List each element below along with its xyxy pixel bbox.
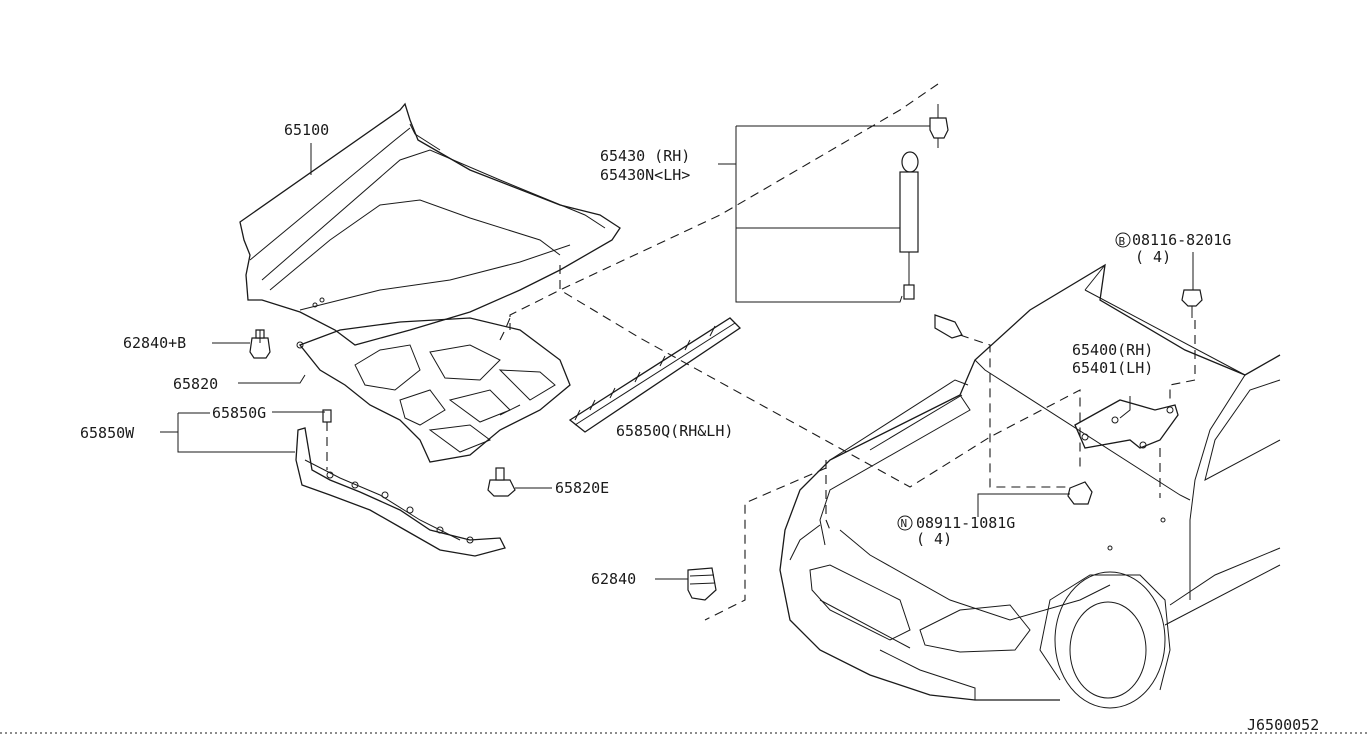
callout-bumper[interactable]: 62840 bbox=[591, 570, 636, 588]
callout-gas-stay[interactable]: 65430 (RH) 65430N<LH> bbox=[600, 147, 690, 184]
label-bolt: 08116-8201G bbox=[1132, 231, 1231, 249]
seal-strip bbox=[568, 317, 742, 433]
label-seal-g: 65850G bbox=[212, 404, 266, 422]
hood-inner-frame bbox=[296, 297, 571, 463]
label-bolt-qty: ( 4) bbox=[1135, 248, 1171, 266]
hood-panel bbox=[239, 102, 621, 346]
hood-hinge bbox=[1074, 399, 1179, 449]
label-nut-qty: ( 4) bbox=[916, 530, 952, 548]
bolt bbox=[1181, 289, 1203, 318]
callout-nut[interactable]: N 08911-1081G ( 4) bbox=[897, 514, 1015, 548]
hood-seal bbox=[295, 427, 506, 557]
leader-lines bbox=[160, 125, 1194, 580]
callout-seal-g[interactable]: 65850G bbox=[212, 404, 266, 422]
bolt-prefix-symbol: B bbox=[1119, 235, 1126, 248]
label-hinge-rh: 65400(RH) bbox=[1072, 341, 1153, 359]
callout-seal-q[interactable]: 65850Q(RH&LH) bbox=[616, 422, 733, 440]
label-clip-e: 65820E bbox=[555, 479, 609, 497]
clip-e bbox=[487, 467, 516, 497]
callout-hinge[interactable]: 65400(RH) 65401(LH) bbox=[1072, 341, 1153, 377]
nut bbox=[1067, 481, 1093, 505]
label-nut: 08911-1081G bbox=[916, 514, 1015, 532]
label-bumper: 62840 bbox=[591, 570, 636, 588]
label-insulator-clip: 65820 bbox=[173, 375, 218, 393]
diagram-id: J6500052 bbox=[1247, 716, 1319, 734]
car-body bbox=[779, 263, 1281, 709]
nut-prefix-symbol: N bbox=[901, 517, 908, 530]
label-hinge-lh: 65401(LH) bbox=[1072, 359, 1153, 377]
gas-stay bbox=[899, 104, 963, 339]
callout-insulator-clip[interactable]: 65820 bbox=[173, 375, 218, 393]
label-seal-w: 65850W bbox=[80, 424, 135, 442]
callout-seal-w[interactable]: 65850W bbox=[80, 424, 135, 442]
label-bumper-b: 62840+B bbox=[123, 334, 186, 352]
clip-g bbox=[322, 409, 332, 470]
label-hood: 65100 bbox=[284, 121, 329, 139]
callout-hood[interactable]: 65100 bbox=[284, 121, 329, 139]
label-seal-q: 65850Q(RH&LH) bbox=[616, 422, 733, 440]
label-stay-lh: 65430N<LH> bbox=[600, 166, 690, 184]
callout-clip-e[interactable]: 65820E bbox=[555, 479, 609, 497]
callout-bumper-b[interactable]: 62840+B bbox=[123, 334, 186, 352]
callout-bolt[interactable]: B 08116-8201G ( 4) bbox=[1115, 231, 1231, 266]
bumper bbox=[687, 567, 717, 601]
label-stay-rh: 65430 (RH) bbox=[600, 147, 690, 165]
guide-lines bbox=[499, 83, 1196, 621]
